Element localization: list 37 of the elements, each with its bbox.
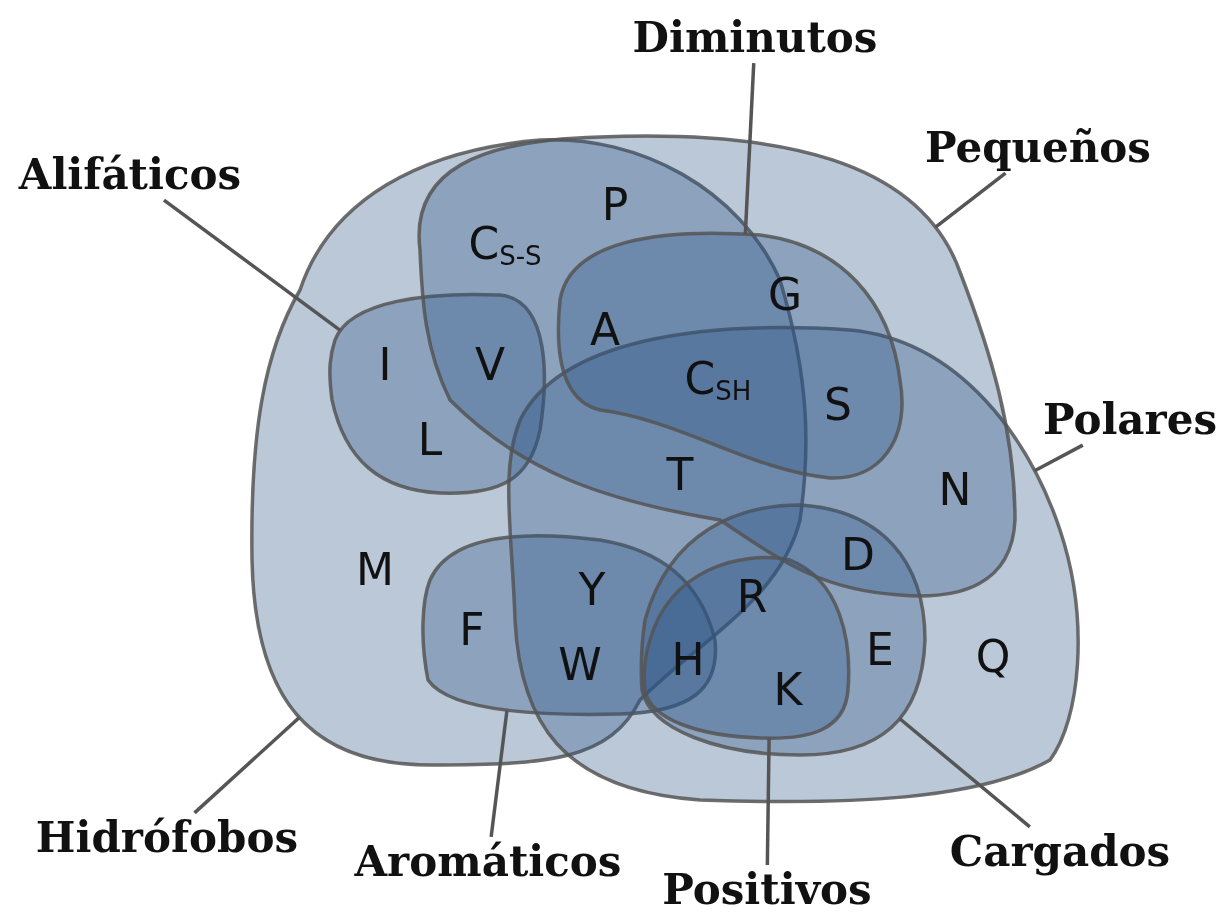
leader-line	[162, 198, 342, 332]
leader-line	[743, 63, 756, 235]
set-name: Hidrófobos	[35, 814, 299, 862]
set-name: Pequeños	[925, 124, 1151, 172]
leader-line	[193, 716, 301, 815]
amino-acid-letter: S	[824, 380, 852, 430]
amino-acid-letter: E	[866, 625, 894, 675]
leader-line	[489, 710, 509, 838]
amino-acid-letter: R	[736, 572, 768, 622]
set-name: Positivos	[662, 866, 872, 914]
set-name: Diminutos	[632, 14, 878, 62]
amino-acid-letter: K	[773, 665, 803, 715]
amino-acid-letter: I	[378, 340, 392, 390]
amino-acid-letter: D	[841, 530, 875, 580]
amino-acid-letter: W	[558, 640, 602, 690]
amino-acid-letter: L	[417, 415, 443, 465]
amino-acid-letter: H	[671, 635, 705, 685]
leader-line	[1033, 443, 1084, 473]
set-name: Polares	[1042, 396, 1218, 444]
set-name: Cargados	[949, 828, 1171, 876]
amino-acid-letter: N	[938, 465, 972, 515]
amino-acid-letter: A	[589, 305, 621, 355]
amino-acid-letter: M	[356, 545, 394, 595]
amino-acid-letter: V	[474, 340, 506, 390]
leader-line	[765, 738, 771, 865]
amino-acid-letter: C$_{S-S}$	[468, 219, 542, 271]
amino-acid-letter: Y	[578, 565, 606, 615]
leader-line	[934, 171, 1007, 229]
set-name: Aromáticos	[354, 838, 622, 886]
amino-acid-letter: T	[666, 450, 694, 500]
amino-acid-letter: F	[459, 605, 485, 655]
amino-acid-letter: Q	[975, 632, 1011, 682]
amino-acid-letter: G	[767, 270, 803, 320]
set-name: Alifáticos	[18, 151, 242, 199]
amino-acid-letter: P	[601, 180, 629, 230]
amino-acid-letter: C$_{SH}$	[684, 354, 752, 406]
leader-line	[898, 717, 1031, 829]
